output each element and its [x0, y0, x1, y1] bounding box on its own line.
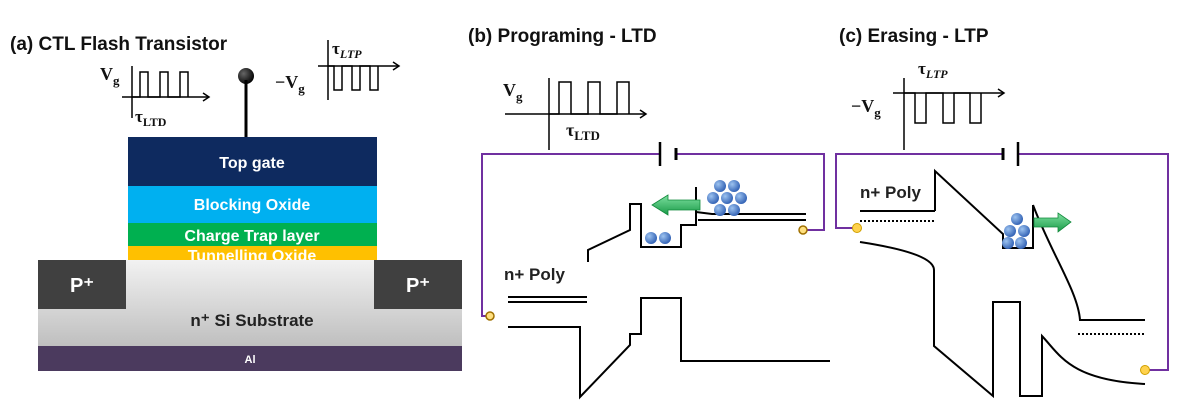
electron-flow-arrow-c [1033, 212, 1072, 233]
electron [1015, 237, 1027, 249]
circuit-wire-right-c [1018, 153, 1169, 371]
neg-vg-label-c: −Vg [851, 96, 881, 120]
electron [1002, 237, 1014, 249]
electron [735, 192, 747, 204]
tunnelling-oxide-layer [128, 246, 377, 260]
ltd-pulse-waveform-b: Vg τLTD [503, 78, 648, 150]
electron [728, 180, 740, 192]
positive-pulses [132, 71, 189, 98]
top-gate-label: Top gate [219, 155, 285, 172]
band-diagram-b [508, 187, 830, 400]
panel-c: (c) Erasing - LTP τLTP −Vg n+ Poly [835, 26, 1169, 399]
electron [707, 192, 719, 204]
ltd-pulse-waveform: Vg τLTD [100, 64, 211, 129]
electron [659, 232, 671, 244]
terminal-right-b [798, 225, 808, 235]
blocking-oxide-layer [128, 186, 377, 223]
pulse-axis-arrow [392, 61, 401, 71]
metal-layer [38, 346, 462, 371]
conduction-band-left [587, 187, 697, 262]
n-poly-label-c: n+ Poly [860, 183, 921, 202]
pulse-axis-arrow [639, 109, 648, 119]
drain-contact-label: P⁺ [406, 275, 430, 297]
metal-label: Al [245, 354, 256, 366]
circuit-wire-right [676, 153, 825, 231]
electron [1011, 213, 1023, 225]
terminal-right-c [1140, 365, 1150, 375]
electron [714, 180, 726, 192]
charge-trap-label: Charge Trap layer [184, 228, 319, 245]
neg-vg-label: −Vg [275, 72, 305, 96]
valence-band [508, 297, 830, 400]
tau-ltp-label-c: τLTP [918, 59, 948, 81]
blocking-oxide-label: Blocking Oxide [194, 197, 311, 214]
drain-contact [374, 260, 462, 309]
panel-c-title: (c) Erasing - LTP [839, 26, 989, 47]
circuit-wire-left-c [835, 153, 1003, 229]
negative-pulses [328, 65, 379, 91]
terminal-left-b [485, 311, 495, 321]
panel-a-title: (a) CTL Flash Transistor [10, 34, 228, 55]
electron-flow-arrow-b [651, 194, 701, 216]
tau-ltd-label-b: τLTD [566, 120, 600, 143]
tau-ltp-label: τLTP [332, 39, 362, 61]
electron [1018, 225, 1030, 237]
gate-terminal [238, 68, 254, 84]
source-contact [38, 260, 126, 309]
top-gate-layer [128, 137, 377, 186]
electron [721, 192, 733, 204]
substrate-label: n⁺ Si Substrate [190, 311, 313, 330]
ltp-pulse-waveform: −Vg τLTP [275, 39, 401, 100]
n-poly-label-b: n+ Poly [504, 265, 565, 284]
panel-a: (a) CTL Flash Transistor Vg τLTD −Vg τLT… [10, 34, 462, 371]
ltp-pulse-waveform-c: τLTP −Vg [851, 59, 1006, 150]
pulse-axis-arrow [202, 92, 211, 102]
vg-label-b: Vg [503, 80, 523, 104]
conduction-band-c [934, 168, 1034, 249]
electron [714, 204, 726, 216]
electron [728, 204, 740, 216]
circuit-wire-left [481, 153, 660, 317]
electron [645, 232, 657, 244]
electrons-b [645, 180, 747, 244]
panel-b-title: (b) Programing - LTD [468, 26, 657, 47]
electron [1004, 225, 1016, 237]
pulse-axis-arrow [997, 88, 1006, 98]
positive-pulses-b [549, 81, 630, 115]
tau-ltd-label: τLTD [135, 107, 167, 129]
charge-trap-layer [128, 223, 377, 246]
electrons-c [1002, 213, 1030, 249]
vg-label: Vg [100, 64, 120, 88]
panel-b: (b) Programing - LTD Vg τLTD n+ Poly [468, 26, 830, 400]
terminal-left-c [852, 223, 862, 233]
valence-band-c [859, 241, 1146, 399]
negative-pulses-c [904, 92, 982, 124]
source-contact-label: P⁺ [70, 275, 94, 297]
band-diagram-c [859, 168, 1146, 399]
conduction-band-right [695, 211, 806, 215]
